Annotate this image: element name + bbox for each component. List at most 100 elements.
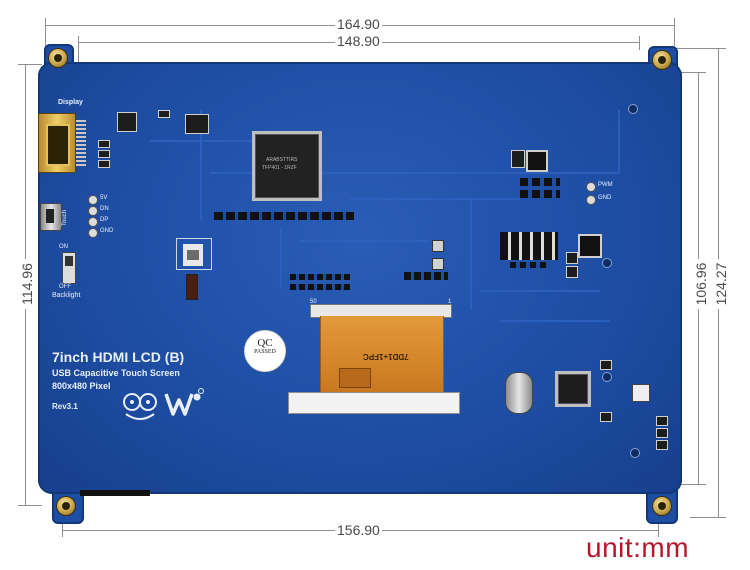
small-crystal — [432, 258, 444, 270]
brass-standoff-top-right — [652, 50, 672, 70]
pcb-trace — [200, 110, 202, 220]
pcb-trace — [618, 110, 620, 172]
dimension-top-outer-label: 164.90 — [335, 16, 382, 32]
smd-row — [510, 262, 550, 268]
switch-off-label: OFF — [59, 284, 71, 290]
brass-standoff-bottom-left — [56, 496, 76, 516]
hdmi-port[interactable] — [38, 113, 76, 173]
pin-pad — [88, 217, 98, 227]
capacitor — [566, 252, 578, 264]
product-title: 7inch HDMI LCD (B) — [52, 349, 185, 365]
touch-label: Touch — [62, 209, 68, 226]
resistor-array — [404, 272, 448, 280]
pin-pad — [88, 206, 98, 216]
qc-passed-sticker: QC PASSED — [244, 330, 286, 372]
inductor-core — [187, 250, 199, 260]
capacitor-tantalum — [186, 274, 198, 300]
inductor — [183, 244, 203, 266]
pin-label-dp: DP — [100, 217, 109, 223]
resistor-array — [214, 212, 354, 220]
touch-controller-ic — [558, 374, 588, 404]
smd-resistor — [656, 416, 668, 426]
micro-usb-port[interactable] — [40, 203, 62, 231]
product-subtitle: USB Capacitive Touch Screen — [52, 368, 180, 378]
pcb-trace — [480, 290, 600, 292]
pin-label-dn: DN — [100, 206, 109, 212]
pwm-label: PWM — [598, 182, 613, 188]
pcb-trace — [280, 228, 282, 288]
qc-sticker-top: QC — [257, 337, 273, 349]
ic-chip-small — [117, 112, 137, 132]
waveshare-logo — [164, 388, 204, 416]
crystal-oscillator — [505, 372, 533, 414]
via-hole — [602, 372, 612, 382]
hdmi-pin-row — [76, 118, 86, 166]
pin-label-gnd: GND — [100, 228, 114, 234]
brass-standoff-top-left — [48, 48, 68, 68]
brass-standoff-bottom-right — [652, 496, 672, 516]
via-hole — [630, 448, 640, 458]
resistor-array — [290, 284, 350, 290]
bottom-edge-connector — [80, 490, 150, 496]
fpc-stiffener — [339, 368, 371, 388]
pin-pad — [88, 228, 98, 238]
robot-mascot-logo — [123, 393, 157, 420]
dimension-top-inner-label: 148.90 — [335, 33, 382, 49]
power-inductor — [578, 234, 602, 258]
smd-row — [520, 178, 560, 186]
inductor-frame — [176, 238, 212, 270]
backlight-switch-knob — [65, 256, 73, 266]
smd-block — [500, 232, 558, 260]
backlight-switch[interactable] — [62, 252, 76, 284]
pin-label-5v: 5V — [100, 195, 108, 201]
product-resolution: 800x480 Pixel — [52, 381, 111, 391]
capacitor — [98, 150, 110, 158]
capacitor — [98, 160, 110, 168]
backlight-label: Backlight — [52, 292, 81, 299]
tfp401-ic-chip: ARABSTTIRS TFP401 - 1RZF — [255, 134, 319, 198]
led-indicator — [632, 384, 650, 402]
capacitor — [158, 110, 170, 118]
smd-resistor — [600, 360, 612, 370]
display-label: Display — [58, 99, 83, 106]
small-crystal — [432, 240, 444, 252]
smd-resistor — [656, 440, 668, 450]
regulator — [185, 114, 209, 134]
pcb-trace — [350, 198, 520, 200]
pcb-trace — [470, 200, 472, 310]
pin-pad — [586, 195, 596, 205]
capacitor — [98, 140, 110, 148]
dimension-right-inner-label: 106.96 — [693, 259, 709, 309]
pcb-trace — [500, 320, 610, 322]
pin-pad — [586, 182, 596, 192]
micro-usb-opening — [46, 209, 54, 223]
board-revision: Rev3.1 — [52, 402, 78, 411]
hdmi-port-opening — [46, 124, 70, 166]
pwm-gnd-label: GND — [598, 195, 612, 201]
dimension-right-outer-label: 124.27 — [713, 259, 729, 309]
qc-sticker-bottom: PASSED — [254, 349, 276, 355]
pcb-trace — [210, 172, 620, 174]
unit-label: unit:mm — [586, 532, 690, 563]
smd-resistor — [600, 412, 612, 422]
lcd-panel-edge — [288, 392, 460, 414]
resistor-array — [290, 274, 350, 280]
pcb-trace — [300, 240, 430, 242]
fpc-pin-1-label: 1 — [448, 299, 452, 305]
chip-text-line-1: ARABSTTIRS — [266, 157, 298, 163]
fpc-label: 7DD1+1FPC — [363, 352, 409, 361]
via-hole — [602, 258, 612, 268]
pcb-trace — [150, 140, 260, 142]
via-hole — [628, 104, 638, 114]
pin-pad — [88, 195, 98, 205]
fpc-pin-50-label: 50 — [310, 299, 317, 305]
power-inductor — [526, 150, 548, 172]
chip-text-line-2: TFP401 - 1RZF — [262, 165, 297, 171]
pcb-surface — [38, 62, 682, 494]
fpc-ribbon-cable: 7DD1+1FPC — [320, 316, 444, 392]
dimension-bottom-label: 156.90 — [335, 522, 382, 538]
switch-on-label: ON — [59, 244, 68, 250]
smd-row — [520, 190, 560, 198]
dimension-left-label: 114.96 — [19, 259, 35, 309]
capacitor — [566, 266, 578, 278]
